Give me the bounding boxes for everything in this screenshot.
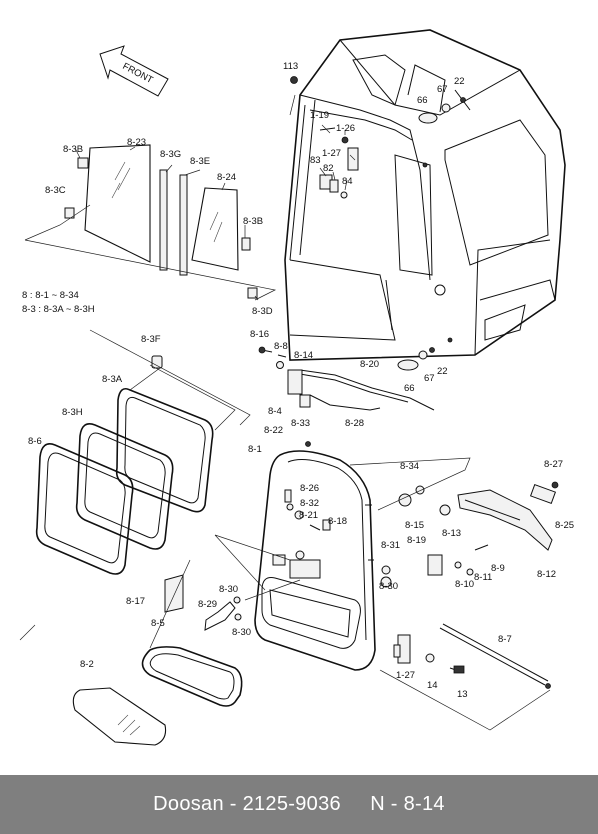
label-8-14: 8-14 [294,350,313,361]
label-8-31: 8-31 [381,540,400,551]
label-8-18: 8-18 [328,516,347,527]
label-8-15: 8-15 [405,520,424,531]
label-8-3E: 8-3E [190,156,210,167]
label-8-1: 8-1 [248,444,262,455]
label-82: 82 [323,163,334,174]
window-frame-8-6 [35,443,134,575]
label-113: 113 [283,61,298,72]
label-8-10: 8-10 [455,579,474,590]
seal-8-3G [159,169,168,271]
cab-hardware [290,76,466,371]
label-67b: 67 [424,373,435,384]
label-8-8: 8-8 [274,341,288,352]
label-8-27: 8-27 [544,459,563,470]
label-8-34: 8-34 [400,461,419,472]
label-1-19: 1-19 [310,110,329,121]
label-83: 83 [310,155,321,166]
label-14: 14 [427,680,438,691]
label-8-3C: 8-3C [45,185,66,196]
label-8-30c: 8-30 [232,627,251,638]
label-8-20: 8-20 [360,359,379,370]
front-label: FRONT [121,61,155,86]
label-8-25: 8-25 [555,520,574,531]
label-8-9: 8-9 [491,563,505,574]
label-8-11: 8-11 [474,572,492,583]
glass-8-24 [191,187,239,271]
pad-8-17 [164,574,184,613]
label-8-13: 8-13 [442,528,461,539]
legend-line-1: 8 : 8-1 ~ 8-34 [22,290,79,301]
clip-8-3D [247,287,258,299]
label-8-3G: 8-3G [160,149,181,160]
door-8-1 [254,450,376,671]
door-hardware [284,441,489,588]
handle-8-29 [204,596,242,631]
label-8-17: 8-17 [126,596,145,607]
label-8-3B-right: 8-3B [243,216,263,227]
strut-8-12 [439,481,559,551]
label-8-2: 8-2 [80,659,94,670]
label-8-3F: 8-3F [141,334,161,345]
seal-8-5 [141,646,243,707]
label-66: 66 [417,95,428,106]
label-8-6: 8-6 [28,436,42,447]
label-8-16: 8-16 [250,329,269,340]
front-arrow-icon: FRONT [99,45,169,97]
label-8-3D: 8-3D [252,306,273,317]
label-8-30b: 8-30 [219,584,238,595]
label-8-3B-top: 8-3B [63,144,83,155]
label-1-26: 1-26 [336,123,355,134]
label-1-27: 1-27 [322,148,341,159]
label-8-12: 8-12 [537,569,556,580]
clip-8-3C [64,207,75,219]
label-13: 13 [457,689,468,700]
part-8-3F [151,355,163,369]
window-frame-8-3H [75,423,174,550]
glass-8-23 [84,144,151,263]
label-8-3H: 8-3H [62,407,83,418]
label-22b: 22 [437,366,448,377]
footer-part-reference: Doosan - 2125-9036 N - 8-14 [153,793,445,815]
label-8-32: 8-32 [300,498,319,509]
label-84: 84 [342,176,353,187]
label-8-29: 8-29 [198,599,217,610]
label-8-22: 8-22 [264,425,283,436]
glass-8-2 [72,687,167,746]
label-8-30a: 8-30 [379,581,398,592]
label-8-26: 8-26 [300,483,319,494]
label-1-27b: 1-27 [396,670,415,681]
label-22: 22 [454,76,465,87]
clip-8-3B-right [241,237,251,251]
label-8-3A: 8-3A [102,374,123,385]
lower-hinge [393,634,465,674]
clip-8-3B-top [77,157,89,169]
window-frame-8-3A [115,387,214,513]
label-66b: 66 [404,383,415,394]
label-8-24: 8-24 [217,172,236,183]
label-8-28: 8-28 [345,418,364,429]
cab-frame [284,29,566,361]
hinge-8-14 [287,369,303,395]
label-67: 67 [437,84,448,95]
label-8-23: 8-23 [127,137,146,148]
seal-8-3E [179,174,188,276]
footer-bar: Doosan - 2125-9036 N - 8-14 [0,775,598,834]
label-8-19: 8-19 [407,535,426,546]
label-8-7: 8-7 [498,634,512,645]
latch-rods [258,346,435,411]
rail-8-7 [439,623,551,689]
label-8-21: 8-21 [299,510,318,521]
label-8-4: 8-4 [268,406,282,417]
label-8-33: 8-33 [291,418,310,429]
legend-line-2: 8-3 : 8-3A ~ 8-3H [22,304,95,315]
exploded-parts-diagram: FRONT [19,29,574,746]
label-8-5: 8-5 [151,618,165,629]
